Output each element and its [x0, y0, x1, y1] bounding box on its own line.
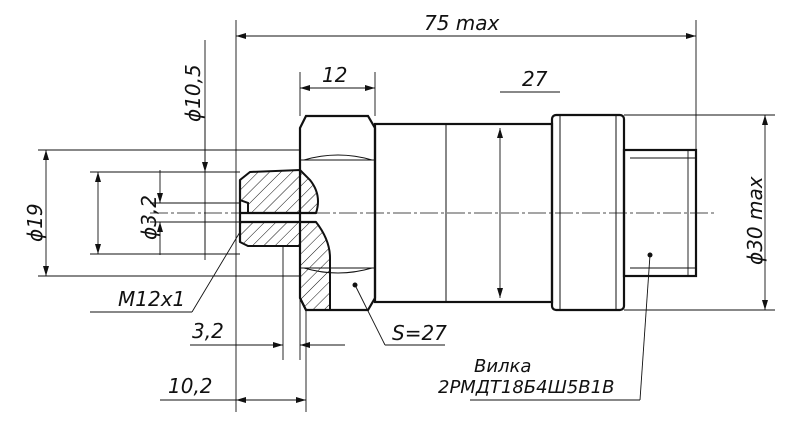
- dim-overall-length: 75 max: [424, 11, 500, 35]
- dim-hex-size: S=27: [392, 321, 447, 345]
- dim-outer-diameter: ϕ30 max: [743, 176, 767, 265]
- collar-part: [550, 113, 626, 312]
- section-cut: [238, 168, 331, 311]
- dimension-lines: [43, 33, 768, 403]
- connector-note-line2: 2РМДТ18Б4Ш5В1В: [438, 377, 614, 398]
- dim-seal-diameter: ϕ19: [23, 203, 47, 242]
- dim-body-length: 27: [522, 67, 548, 91]
- dim-hex-length: 12: [322, 63, 347, 87]
- dim-groove-width: 3,2: [192, 319, 224, 343]
- dim-thread-length: 10,2: [168, 374, 213, 398]
- dim-thread-bore-diameter: ϕ10,5: [181, 64, 205, 122]
- dim-bore-diameter: ϕ3,2: [137, 195, 161, 240]
- leader-lines: [90, 231, 653, 401]
- connector-note-line1: Вилка: [474, 356, 531, 377]
- dim-thread: M12x1: [118, 287, 185, 311]
